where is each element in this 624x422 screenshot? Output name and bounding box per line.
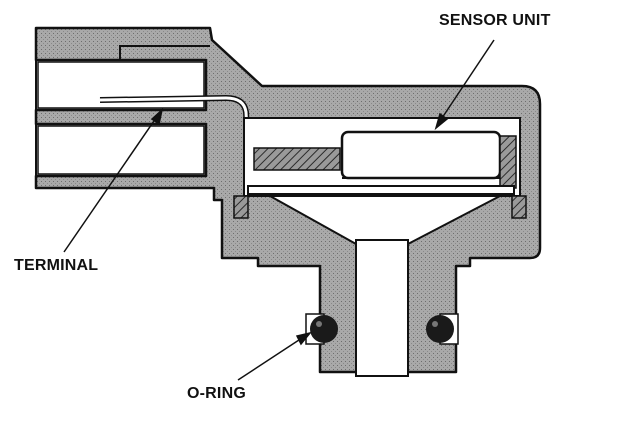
o-ring-right [426, 315, 454, 343]
o-ring-left [310, 315, 338, 343]
label-o-ring: O-RING [187, 385, 246, 402]
connector-shell [35, 28, 210, 188]
pressure-port [355, 239, 409, 377]
label-terminal: TERMINAL [14, 257, 99, 274]
label-sensor-unit: SENSOR UNIT [439, 12, 551, 29]
sensor-unit-element [340, 130, 502, 180]
leader-terminal [63, 117, 157, 253]
connector-cavity [37, 61, 205, 175]
leader-lines [63, 39, 495, 381]
leader-sensor-unit [441, 39, 495, 119]
diaphragm [247, 185, 515, 195]
seal-potting [253, 147, 341, 171]
leader-o-ring [237, 337, 303, 381]
